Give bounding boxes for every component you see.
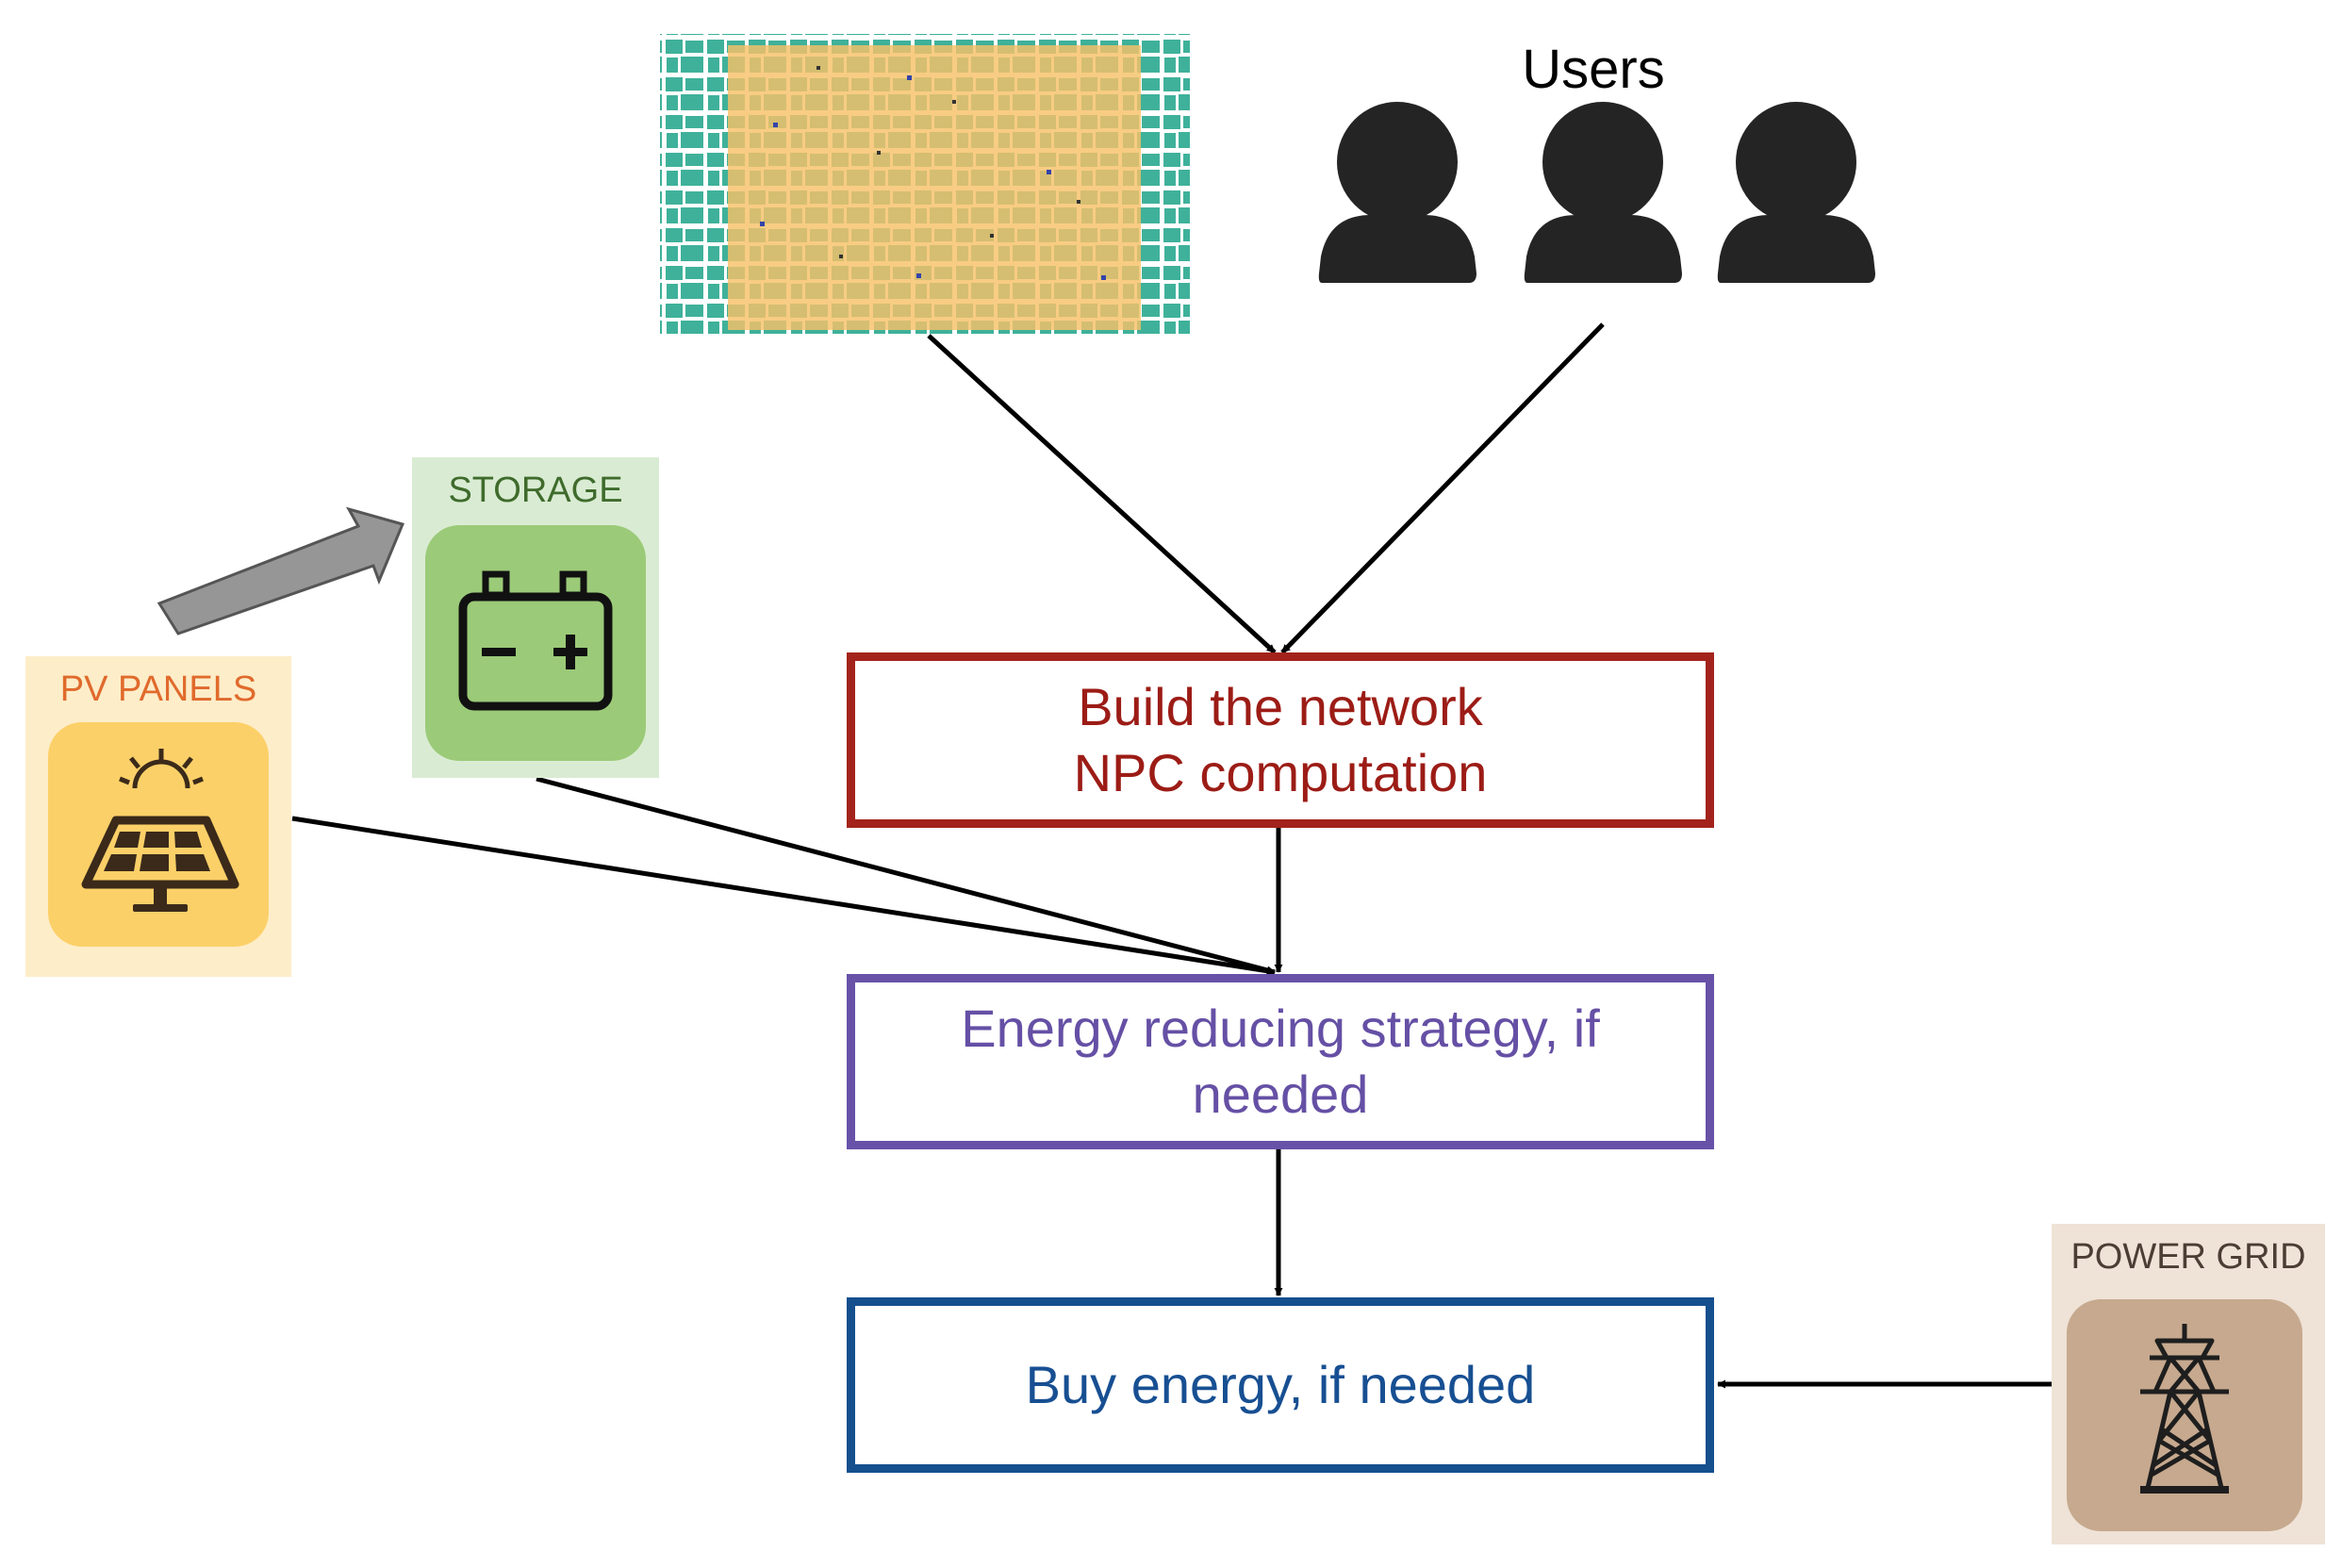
power-grid-label: POWER GRID [2070, 1237, 2306, 1277]
storage-card: STORAGE [412, 457, 659, 778]
arrow-pv-to-storage [157, 506, 405, 635]
battery-icon [458, 570, 613, 711]
buy-energy-line1: Buy energy, if needed [1025, 1355, 1536, 1414]
energy-strategy-line1: Energy reducing strategy, if [961, 999, 1600, 1058]
pv-panels-card: PV PANELS [25, 656, 291, 977]
storage-label: STORAGE [448, 470, 623, 510]
power-grid-card: POWER GRID [2052, 1224, 2325, 1544]
arrow-map-to-build [927, 334, 1277, 654]
power-grid-tile [2067, 1299, 2302, 1531]
users-label: Users [1522, 39, 1665, 100]
arrow-pv-to-energy [291, 816, 1276, 976]
storage-tile [425, 525, 646, 761]
pv-panels-label: PV PANELS [59, 669, 257, 709]
user-icon [1717, 102, 1875, 283]
energy-strategy-box: Energy reducing strategy, if needed [847, 974, 1714, 1149]
build-network-line2: NPC computation [1073, 743, 1488, 802]
arrow-storage-to-energy [536, 776, 1276, 975]
energy-strategy-line2: needed [1192, 1065, 1369, 1124]
build-network-line1: Build the network [1078, 677, 1483, 736]
pv-panels-tile [48, 722, 269, 947]
city-map-icon [660, 34, 1190, 334]
user-icon [1318, 102, 1476, 283]
arrows [291, 322, 2052, 1389]
arrow-users-to-build [1280, 322, 1605, 654]
solar-panel-icon [81, 749, 239, 912]
power-tower-icon [2140, 1324, 2229, 1494]
user-icon [1524, 102, 1682, 283]
build-network-box: Build the network NPC computation [847, 652, 1714, 828]
buy-energy-box: Buy energy, if needed [847, 1297, 1714, 1473]
